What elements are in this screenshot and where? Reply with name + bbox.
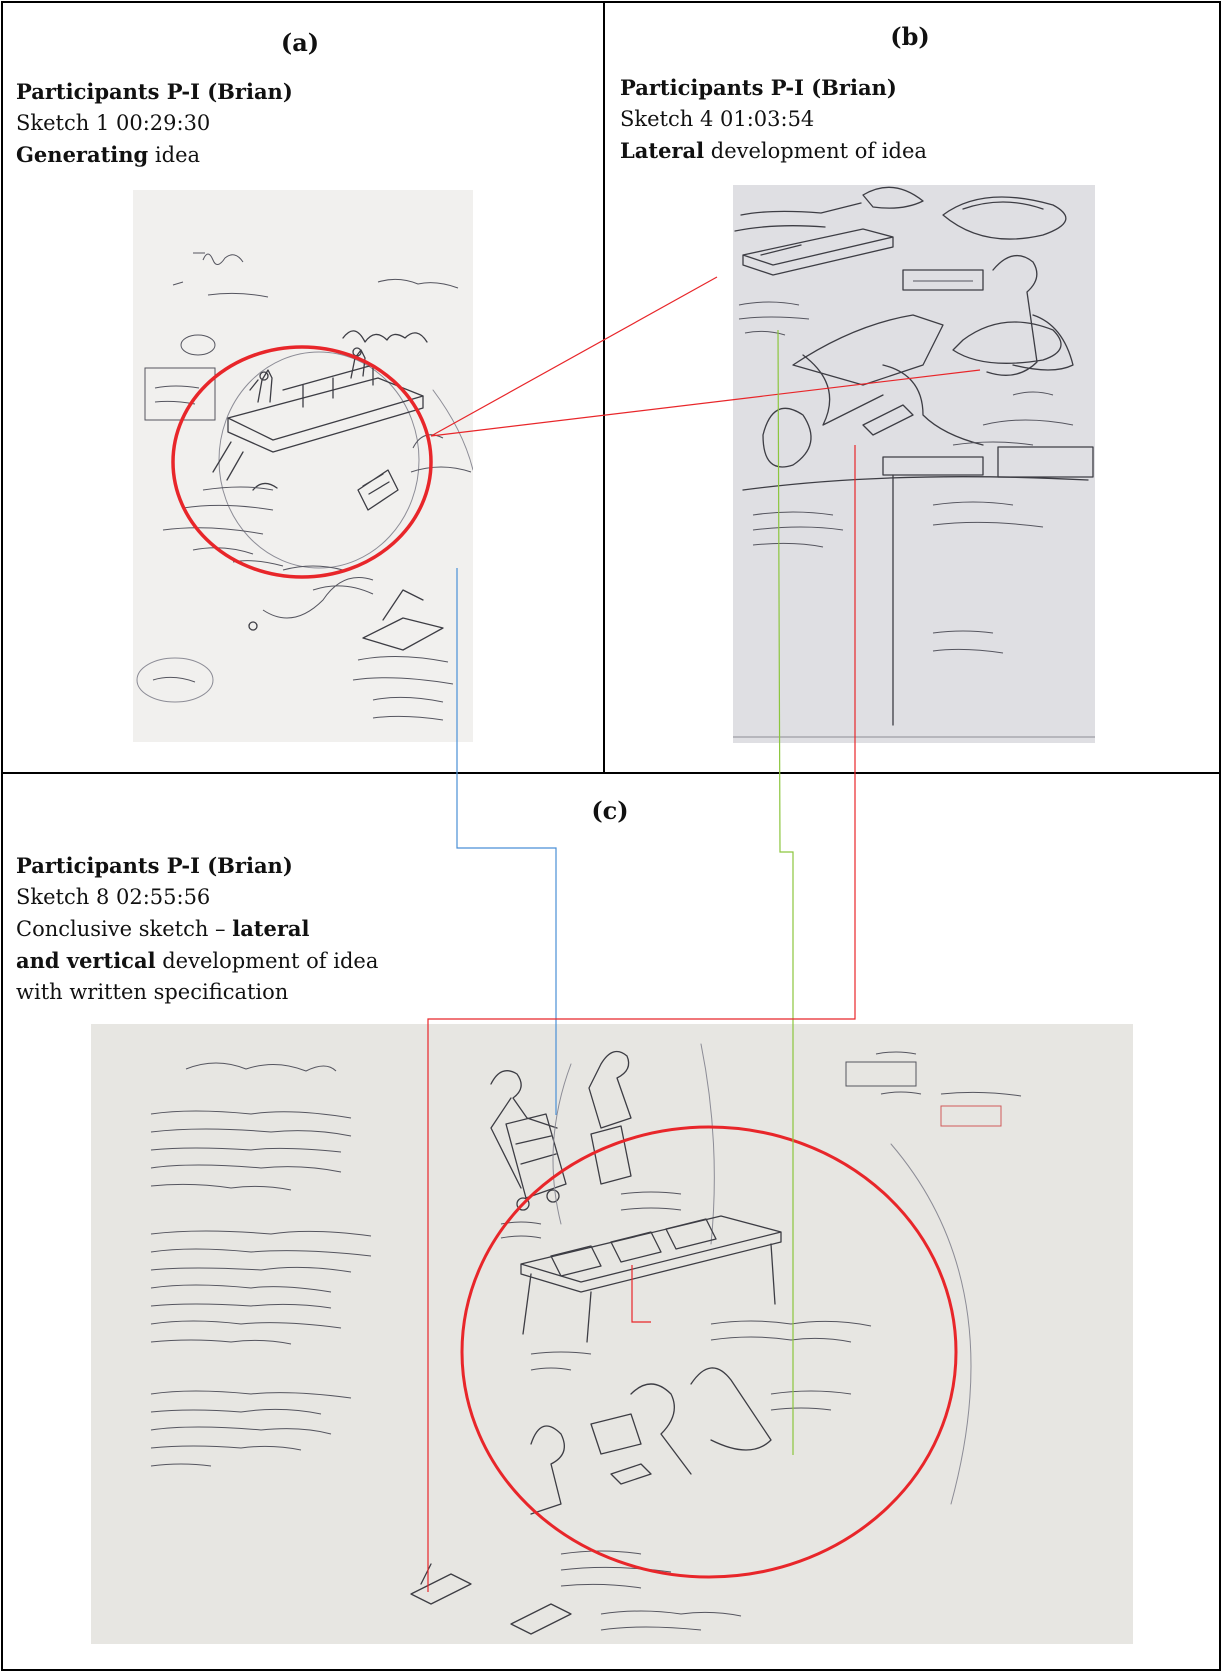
sketch-drawing-c — [150, 1043, 1022, 1635]
stage-bold-a: Generating — [16, 142, 149, 167]
caption-c-line3-bold: lateral — [232, 916, 310, 941]
caption-a: Participants P-I (Brian) Sketch 1 00:29:… — [16, 76, 576, 171]
caption-c-line4-rest: development of idea — [155, 949, 379, 973]
divider-a-b — [603, 1, 605, 773]
caption-c-line3-pre: Conclusive sketch – — [16, 917, 233, 941]
sketch-line-c: Sketch 8 02:55:56 — [16, 885, 211, 909]
sketch-line-a: Sketch 1 00:29:30 — [16, 111, 211, 135]
caption-c-line5: with written specification — [16, 980, 289, 1004]
participant-b: Participants P-I (Brian) — [620, 75, 897, 100]
divider-top-bottom — [1, 772, 1221, 774]
panel-label-b: (b) — [890, 22, 930, 51]
caption-c-line4-bold: and vertical — [16, 948, 156, 973]
sketch-drawing-a — [136, 252, 473, 721]
caption-c: Participants P-I (Brian) Sketch 8 02:55:… — [16, 850, 436, 1008]
sketch-photo-a — [133, 190, 473, 742]
sketch-drawing-b — [733, 186, 1095, 738]
sketch-photo-c — [91, 1024, 1133, 1644]
panel-label-a: (a) — [280, 28, 320, 57]
stage-rest-a: idea — [148, 143, 201, 167]
caption-b: Participants P-I (Brian) Sketch 4 01:03:… — [620, 72, 1200, 167]
panel-label-c: (c) — [591, 796, 629, 825]
sketch-line-b: Sketch 4 01:03:54 — [620, 107, 815, 131]
stage-bold-b: Lateral — [620, 138, 705, 163]
participant-c: Participants P-I (Brian) — [16, 853, 293, 878]
sketch-photo-b — [733, 185, 1095, 743]
participant-a: Participants P-I (Brian) — [16, 79, 293, 104]
stage-rest-b: development of idea — [704, 139, 927, 163]
